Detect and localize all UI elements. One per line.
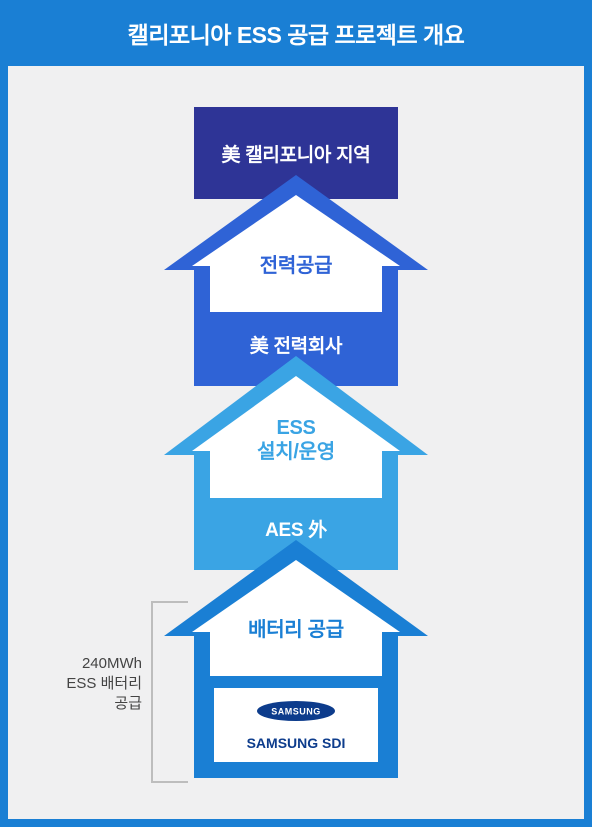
svg-text:SAMSUNG: SAMSUNG [271, 707, 321, 717]
samsung-logo-icon: SAMSUNG [257, 701, 335, 721]
utility-box-label: 美 전력회사 [249, 335, 343, 357]
ess-install-label-line-1: ESS [276, 417, 316, 439]
aes-box-label: AES 外 [265, 519, 327, 541]
capacity-note-line-3: 공급 [114, 695, 142, 712]
utility-box: 美 전력회사 [194, 316, 398, 372]
capacity-note-line-1: 240MWh [81, 655, 142, 672]
capacity-note: 240MWh ESS 배터리 공급 [30, 654, 142, 714]
ess-install-label: ESS 설치/운영 [210, 410, 382, 470]
aes-box: AES 外 [194, 500, 398, 556]
capacity-note-line-2: ESS 배터리 [66, 675, 142, 692]
supplier-name: SAMSUNG SDI [246, 735, 346, 751]
power-supply-label: 전력공급 [259, 255, 333, 277]
battery-supply-label: 배터리 공급 [248, 619, 344, 641]
region-box-label: 美 캘리포니아 지역 [221, 144, 371, 166]
diagram-title: 캘리포니아 ESS 공급 프로젝트 개요 [127, 22, 465, 48]
ess-install-label-line-2: 설치/운영 [257, 441, 335, 463]
